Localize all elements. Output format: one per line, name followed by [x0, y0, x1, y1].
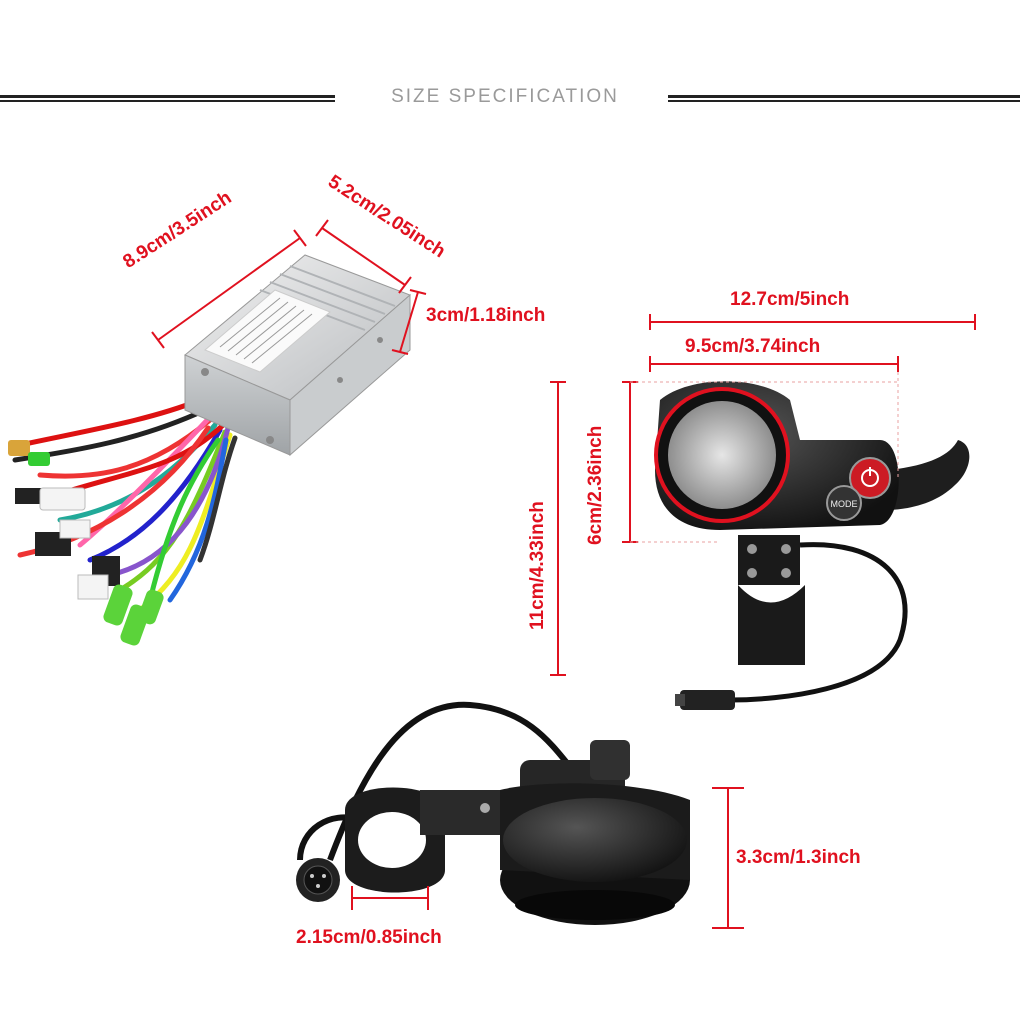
display-unit: [654, 381, 970, 710]
mode-button[interactable]: [826, 485, 862, 521]
display-body-width-label: 9.5cm/3.74inch: [685, 336, 821, 357]
display-body-height-label: 6cm/2.36inch: [585, 425, 606, 545]
header-rule-left: [0, 95, 335, 102]
display-total-width-label: 12.7cm/5inch: [730, 289, 850, 310]
controller-box: [8, 254, 411, 646]
clamp-diameter-label: 2.15cm/0.85inch: [296, 927, 442, 948]
display-depth-label: 3.3cm/1.3inch: [736, 847, 861, 868]
page-title: SIZE SPECIFICATION: [391, 86, 619, 107]
mode-label: MODE: [831, 499, 858, 509]
header-rule-right: [668, 95, 1020, 102]
display-side-view: [296, 701, 690, 925]
display-total-height-label: 11cm/4.33inch: [527, 501, 548, 630]
controller-height-label: 3cm/1.18inch: [426, 305, 546, 326]
display-dimension-lines: [550, 314, 976, 676]
side-dimension-lines: [351, 787, 744, 929]
controller-dimension-lines: [151, 219, 427, 355]
